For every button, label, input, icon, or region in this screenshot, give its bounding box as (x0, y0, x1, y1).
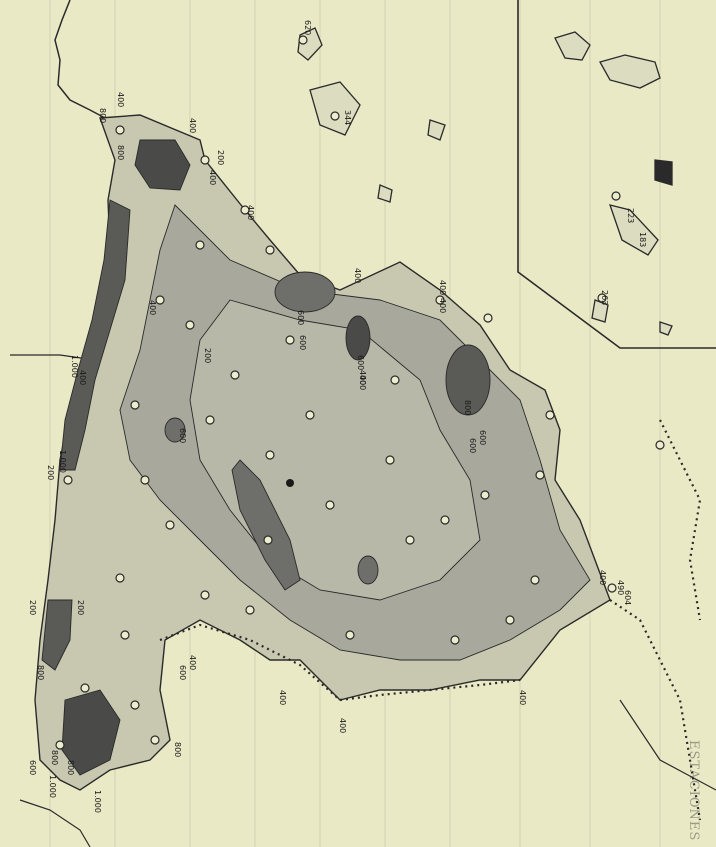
isohyet-label: 400 (338, 718, 347, 733)
isohyet-label: 400 (116, 92, 125, 107)
isohyet-label: 600 (356, 355, 365, 370)
isohyet-label: 200 (28, 600, 37, 615)
isohyet-label: 400 (518, 690, 527, 705)
bleed-through-text: ESTACIONES (686, 740, 701, 841)
isohyet-label: 600 (468, 438, 477, 453)
zone-north-dark (134, 139, 191, 191)
isohyet-label: 400 (188, 655, 197, 670)
isohyet-label: 400 (246, 205, 255, 220)
africa-coast (54, 0, 106, 119)
zone-spot-6 (357, 555, 379, 585)
isohyet-label: 400 (148, 300, 157, 315)
isohyet-label: 490 (616, 580, 625, 595)
isohyet-label: 400 (188, 118, 197, 133)
station-markers (55, 35, 665, 750)
zone-spot-5 (231, 459, 301, 591)
isohyet-label: 200 (216, 150, 225, 165)
isohyet-label: 600 (296, 310, 305, 325)
isohyet-label: 620 (303, 20, 312, 35)
isohyet-label: 200 (46, 465, 55, 480)
zone-coast-dark-2 (41, 599, 73, 671)
isohyet-label: 600 (298, 335, 307, 350)
isohyet-label: 600 (478, 430, 487, 445)
zone-coast-dark (59, 199, 131, 471)
isohyet-label: 800 (36, 665, 45, 680)
isohyet-label: 1.000 (48, 775, 57, 798)
isohyet-label: 400 (438, 298, 447, 313)
isohyet-label: 344 (343, 110, 352, 125)
canary-islands (554, 31, 673, 336)
isohyet-label: 183 (638, 232, 647, 247)
isohyet-label: 800 (50, 750, 59, 765)
isohyet-label: 400 (353, 268, 362, 283)
isohyet-label: 400 (438, 280, 447, 295)
isohyet-label: 400 (208, 170, 217, 185)
isohyet-label: 800 (463, 400, 472, 415)
border-line-right (619, 699, 716, 791)
isohyet-label: 200 (76, 600, 85, 615)
bottom-coast-left (19, 799, 91, 847)
isohyet-label: 600 (28, 760, 37, 775)
zone-south-dark (61, 689, 121, 776)
islands-top (297, 27, 446, 203)
isohyet-label: 600 (178, 665, 187, 680)
isohyet-label: 223 (626, 208, 635, 223)
isohyet-label: 800 (66, 760, 75, 775)
isohyet-label: 400 (598, 570, 607, 585)
isohyet-label: 200 (203, 348, 212, 363)
zone-spot-4 (164, 417, 186, 443)
isohyet-label: 800 (116, 145, 125, 160)
dotted-border-south (159, 623, 521, 702)
isohyet-label: 1.000 (58, 450, 67, 473)
canary-inset-frame (517, 0, 716, 349)
isohyet-label: 400 (358, 375, 367, 390)
isohyet-label: 600 (178, 428, 187, 443)
isohyet-label: 400 (358, 370, 367, 385)
zone-spot-3 (445, 344, 491, 416)
isohyet-label: 1.000 (93, 790, 102, 813)
dotted-border-east (609, 599, 702, 821)
isohyet-label: 400 (278, 690, 287, 705)
isohyet-label: 1.000 (70, 355, 79, 378)
zone-spot-1 (274, 271, 336, 313)
isohyet-label: 800 (98, 108, 107, 123)
isohyet-labels: 4008008004002004004004004006008006002004… (28, 20, 647, 813)
isohyet-label: 263 (600, 290, 609, 305)
capital-marker (286, 479, 294, 487)
isohyet-label: 604 (623, 590, 632, 605)
zone-spot-2 (345, 315, 371, 361)
isohyet-label: 400 (78, 370, 87, 385)
isohyet-label: 800 (173, 742, 182, 757)
